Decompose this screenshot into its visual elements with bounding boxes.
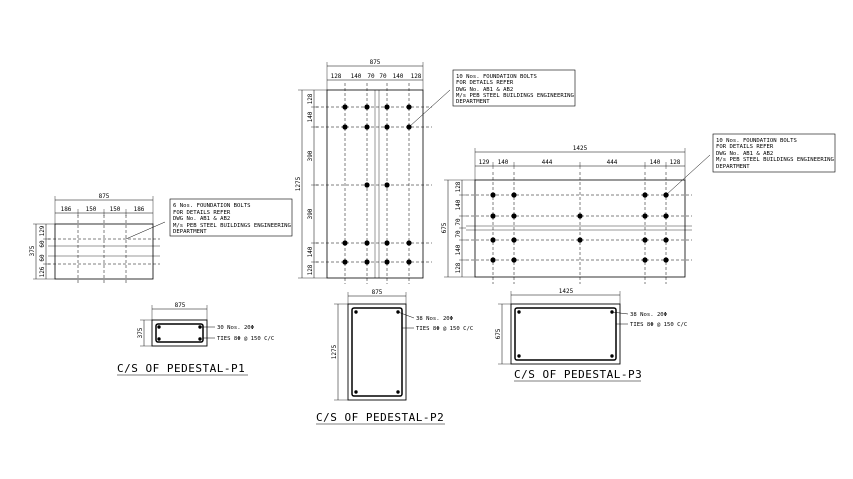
plan-p2-left-dim-2: 140 bbox=[307, 111, 314, 122]
plan-p3-left-dim-6: 128 bbox=[455, 262, 462, 273]
plan-p3-left-dim-5: 140 bbox=[455, 244, 462, 255]
plan-p2-left-dim-1: 128 bbox=[307, 93, 314, 104]
plan-p3-top-dim-5: 140 bbox=[650, 159, 661, 166]
section-p2-rebars bbox=[354, 310, 400, 394]
plan-p2-left-dim-3: 390 bbox=[307, 150, 314, 161]
plan-p2-top-dim-5: 140 bbox=[393, 73, 404, 80]
plan-p3-left-dim-1: 128 bbox=[455, 181, 462, 192]
plan-p3-bolts bbox=[490, 192, 669, 263]
plan-p3-left-total: 675 bbox=[441, 222, 448, 233]
plan-p1-note-line-4: M/s PEB STEEL BUILDINGS ENGINEERING bbox=[173, 223, 292, 229]
section-p3-width: 1425 bbox=[559, 288, 574, 295]
section-p2-outline bbox=[347, 303, 407, 401]
plan-p3-note-line-1: 10 Nos. FOUNDATION BOLTS bbox=[716, 138, 797, 144]
section-p2-height: 1275 bbox=[331, 344, 338, 359]
plan-p1-top-dim-3: 150 bbox=[110, 206, 121, 213]
plan-p2-note-box bbox=[452, 69, 576, 107]
section-p1-title: C/S OF PEDESTAL-P1 bbox=[117, 362, 245, 375]
plan-p2-note-line-3: DWG No. AB1 & AB2 bbox=[456, 87, 513, 93]
plan-p1-top-dim-2: 150 bbox=[86, 206, 97, 213]
section-p1: 875 375 30 Nos. 20Φ TIES 8Φ @ 150 C/C C/… bbox=[117, 302, 274, 376]
section-p1-width: 875 bbox=[175, 302, 186, 309]
plan-p2-top-dim-4: 70 bbox=[379, 73, 387, 80]
plan-p1: 875 186 150 150 186 375 129 60 60 126 6 … bbox=[29, 193, 293, 285]
plan-p3-overall: 1425 bbox=[573, 145, 588, 152]
plan-p1-left-total: 375 bbox=[29, 245, 36, 256]
plan-p2-bolts bbox=[342, 104, 412, 265]
plan-p2-note-line-2: FOR DETAILS REFER bbox=[456, 80, 514, 86]
plan-p1-left-dim-1: 129 bbox=[39, 225, 46, 236]
plan-p1-outline bbox=[54, 223, 154, 280]
plan-p2-top-dim-3: 70 bbox=[367, 73, 375, 80]
plan-p3-left-dim-4: 70 bbox=[455, 230, 462, 238]
plan-p3-top-dim-4: 444 bbox=[607, 159, 618, 166]
plan-p3-top-dim-3: 444 bbox=[542, 159, 553, 166]
section-p3-title: C/S OF PEDESTAL-P3 bbox=[514, 368, 642, 381]
section-p3: 1425 675 38 Nos. 20Φ TIES 8Φ @ 150 C/C C… bbox=[495, 288, 687, 382]
plan-p1-left-dim-4: 126 bbox=[39, 266, 46, 277]
plan-p3-note-line-3: DWG No. AB1 & AB2 bbox=[716, 151, 773, 157]
plan-p2: 875 128 140 70 70 140 128 1275 128 140 3… bbox=[295, 59, 576, 284]
section-p2: 875 1275 38 Nos. 20Φ TIES 8Φ @ 150 C/C C… bbox=[316, 289, 473, 425]
section-p1-rebars bbox=[157, 325, 202, 341]
section-p3-ties-label: TIES 8Φ @ 150 C/C bbox=[630, 322, 687, 328]
plan-p2-note-line-1: 10 Nos. FOUNDATION BOLTS bbox=[456, 74, 537, 80]
section-p3-height: 675 bbox=[495, 328, 502, 339]
plan-p1-note-line-1: 6 Nos. FOUNDATION BOLTS bbox=[173, 203, 250, 209]
plan-p3-note-line-2: FOR DETAILS REFER bbox=[716, 144, 774, 150]
plan-p2-left-total: 1275 bbox=[295, 176, 302, 191]
section-p3-bars-label: 38 Nos. 20Φ bbox=[630, 312, 668, 318]
plan-p2-top-dim-1: 128 bbox=[331, 73, 342, 80]
plan-p1-note-box bbox=[169, 198, 293, 237]
plan-p3-top-dim-1: 129 bbox=[479, 159, 490, 166]
plan-p3: 1425 129 140 444 444 140 128 675 128 140… bbox=[441, 133, 836, 284]
plan-p2-left-dim-4: 390 bbox=[307, 208, 314, 219]
section-p3-rebars bbox=[517, 310, 614, 358]
plan-p3-top-dim-2: 140 bbox=[498, 159, 509, 166]
section-p2-bars-label: 38 Nos. 20Φ bbox=[416, 316, 454, 322]
plan-p2-left-dim-5: 140 bbox=[307, 246, 314, 257]
section-p2-ties-label: TIES 8Φ @ 150 C/C bbox=[416, 326, 473, 332]
plan-p2-overall: 875 bbox=[370, 59, 381, 66]
section-p1-tie bbox=[155, 323, 204, 343]
plan-p1-left-dim-2: 60 bbox=[39, 240, 46, 248]
plan-p3-note-line-5: DEPARTMENT bbox=[716, 164, 750, 170]
plan-p3-note-line-4: M/s PEB STEEL BUILDINGS ENGINEERING bbox=[716, 157, 835, 163]
plan-p3-top-dim-6: 128 bbox=[670, 159, 681, 166]
section-p2-tie bbox=[351, 307, 403, 397]
section-p2-title: C/S OF PEDESTAL-P2 bbox=[316, 411, 444, 424]
plan-p2-note-line-4: M/s PEB STEEL BUILDINGS ENGINEERING bbox=[456, 93, 575, 99]
plan-p1-top-dim-1: 186 bbox=[61, 206, 72, 213]
plan-p2-note-line-5: DEPARTMENT bbox=[456, 99, 490, 105]
plan-p1-left-dim-3: 60 bbox=[39, 254, 46, 262]
plan-p1-note-line-5: DEPARTMENT bbox=[173, 229, 207, 235]
plan-p1-top-dim-4: 186 bbox=[134, 206, 145, 213]
section-p1-ties-label: TIES 8Φ @ 150 C/C bbox=[217, 336, 274, 342]
plan-p3-left-dim-2: 140 bbox=[455, 199, 462, 210]
section-p2-width: 875 bbox=[372, 289, 383, 296]
plan-p2-top-dim-2: 140 bbox=[351, 73, 362, 80]
section-p3-outline bbox=[510, 303, 621, 365]
plan-p2-top-dim-6: 128 bbox=[411, 73, 422, 80]
section-p1-outline bbox=[151, 319, 208, 347]
plan-p1-note-line-3: DWG No. AB1 & AB2 bbox=[173, 216, 230, 222]
plan-p2-left-dim-6: 128 bbox=[307, 264, 314, 275]
plan-p1-note-line-2: FOR DETAILS REFER bbox=[173, 210, 231, 216]
section-p1-bars-label: 30 Nos. 20Φ bbox=[217, 325, 255, 331]
section-p1-height: 375 bbox=[137, 327, 144, 338]
plan-p3-note-box bbox=[712, 133, 836, 173]
section-p3-tie bbox=[514, 307, 617, 361]
plan-p1-overall: 875 bbox=[99, 193, 110, 200]
plan-p3-left-dim-3: 70 bbox=[455, 218, 462, 226]
